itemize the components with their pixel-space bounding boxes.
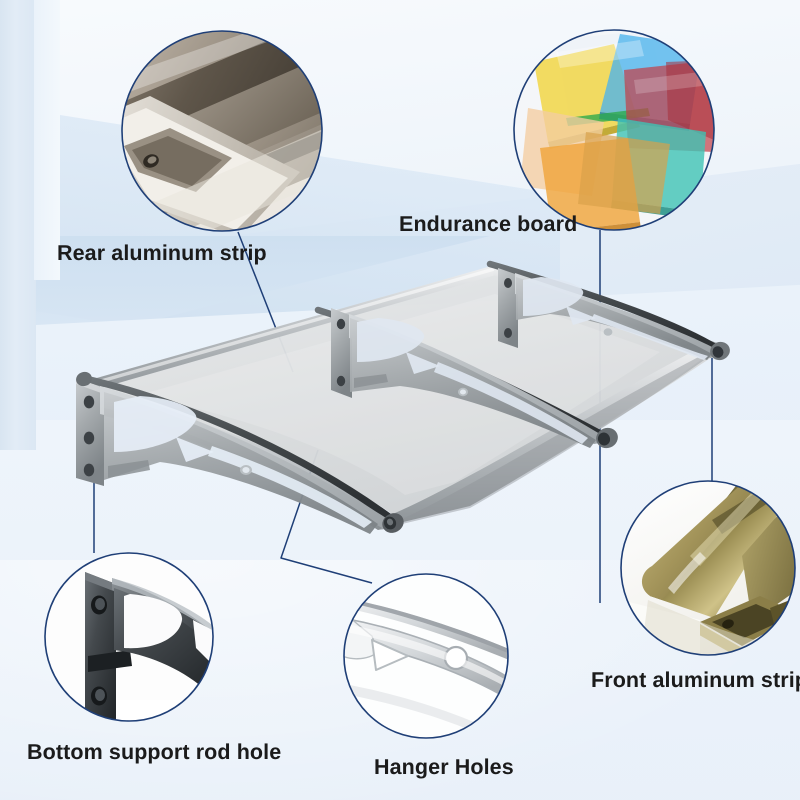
bracket-left [76,378,392,534]
background-wall-left [0,0,36,450]
bottom-middle-rib [88,650,132,672]
bracket-middle [331,308,606,448]
end-cap-front-left-rim [386,518,394,526]
rear-strip-channel-inner [132,136,222,186]
bottom-support-rod-hole-lower-rim [95,689,105,701]
front-bronze-nose [642,481,760,600]
bracket-left-hole-top [83,395,95,409]
label-hanger-holes: Hanger Holes [374,755,514,779]
callout-front-aluminum-strip[interactable] [620,478,800,662]
bracket-left-hanger-hole-inner [242,467,250,473]
callout-rear-content [122,31,322,231]
rear-aluminum-strip-highlight [88,267,497,386]
bracket-middle-cutout-large [357,318,425,362]
bracket-left-hole-mid [83,431,95,445]
awning-product [76,260,730,534]
bracket-left-bottom-rib [108,460,150,478]
bracket-left-hole-bot [83,463,95,477]
end-cap-right-face [712,346,724,358]
bracket-right-cutout-large [523,277,584,316]
callout-bottom-ring [44,552,214,722]
rear-strip-bottom-white [132,126,322,231]
hanger-loop-left [344,611,379,660]
bottom-wallplate-edge [85,572,116,592]
bracket-right-hanger-hole [603,328,613,336]
callout-hanger-content [344,574,508,738]
callout-bottom-support-rod-hole[interactable] [44,552,216,730]
hanger-sheen [346,624,506,686]
bracket-right-cutout-slot [591,314,708,360]
callout-endurance-board[interactable] [513,29,716,240]
front-bronze-channel-inner [712,604,788,638]
front-aluminum-strip-bar [395,344,712,523]
bracket-middle-cutout-slot [434,362,588,444]
rail-left-curve [78,374,396,523]
bottom-arm-top-highlight [112,578,213,633]
label-front-aluminum-strip: Front aluminum strip [591,668,800,692]
bracket-left-cutout-tri [176,437,214,462]
bracket-middle-hanger-hole-inner [460,389,466,395]
bracket-right-wallplate [498,268,518,348]
callout-rear-ring [121,30,323,232]
bracket-right [498,268,721,360]
bottom-support-rod-hole-upper-rim [95,598,105,610]
callout-hanger-holes[interactable] [328,573,516,744]
canopy-sheen [150,294,660,495]
bracket-right-hole-bot [504,328,512,338]
canopy-panel [90,272,722,521]
callout-endurance-content [514,30,714,230]
bracket-left-cutout-large [114,396,197,452]
hanger-arm-outline [344,617,508,683]
end-cap-middle-face [597,432,611,446]
front-bronze-specular [690,481,780,566]
callout-endurance-ring [513,29,715,231]
callout-rear-aluminum-strip[interactable] [96,0,382,248]
rear-strip-screw-boss-rim [147,156,157,164]
bracket-right-hole-top [504,278,512,288]
front-bronze-channel-screw [722,619,734,629]
hanger-lower-rail [344,684,504,738]
hanger-cutout-tri [371,639,409,671]
callout-hanger-ring [343,573,509,739]
callout-bottom-content [45,553,213,721]
sheet-gloss-1 [556,40,644,68]
sheet-orange-edge [552,222,641,230]
bracket-middle-wallplate [331,308,352,398]
label-bottom-support-rod-hole: Bottom support rod hole [27,740,282,764]
front-bronze-bar [650,481,795,618]
label-rear-aluminum-strip: Rear aluminum strip [57,241,267,265]
bracket-middle-hole-top [336,318,346,330]
callout-front-ring [620,480,796,656]
bracket-middle-hole-bot [336,375,346,387]
rail-right-curve [486,260,724,354]
front-aluminum-strip-shade [400,352,710,524]
bracket-middle-cutout-tri [406,352,440,374]
front-bronze-specular-hot [668,552,706,594]
sheet-amber [578,132,670,214]
end-caps [76,341,730,533]
bottom-cutout-large [124,594,183,649]
bracket-middle-bottom-rib [354,374,388,388]
background-wall-left-inner [34,0,60,280]
bracket-right-cutout-tri [566,306,596,325]
hanger-upper-rail [344,596,508,662]
label-endurance-board: Endurance board [399,212,578,236]
sheet-gloss-2 [634,72,702,94]
end-cap-rear-left [76,371,92,387]
